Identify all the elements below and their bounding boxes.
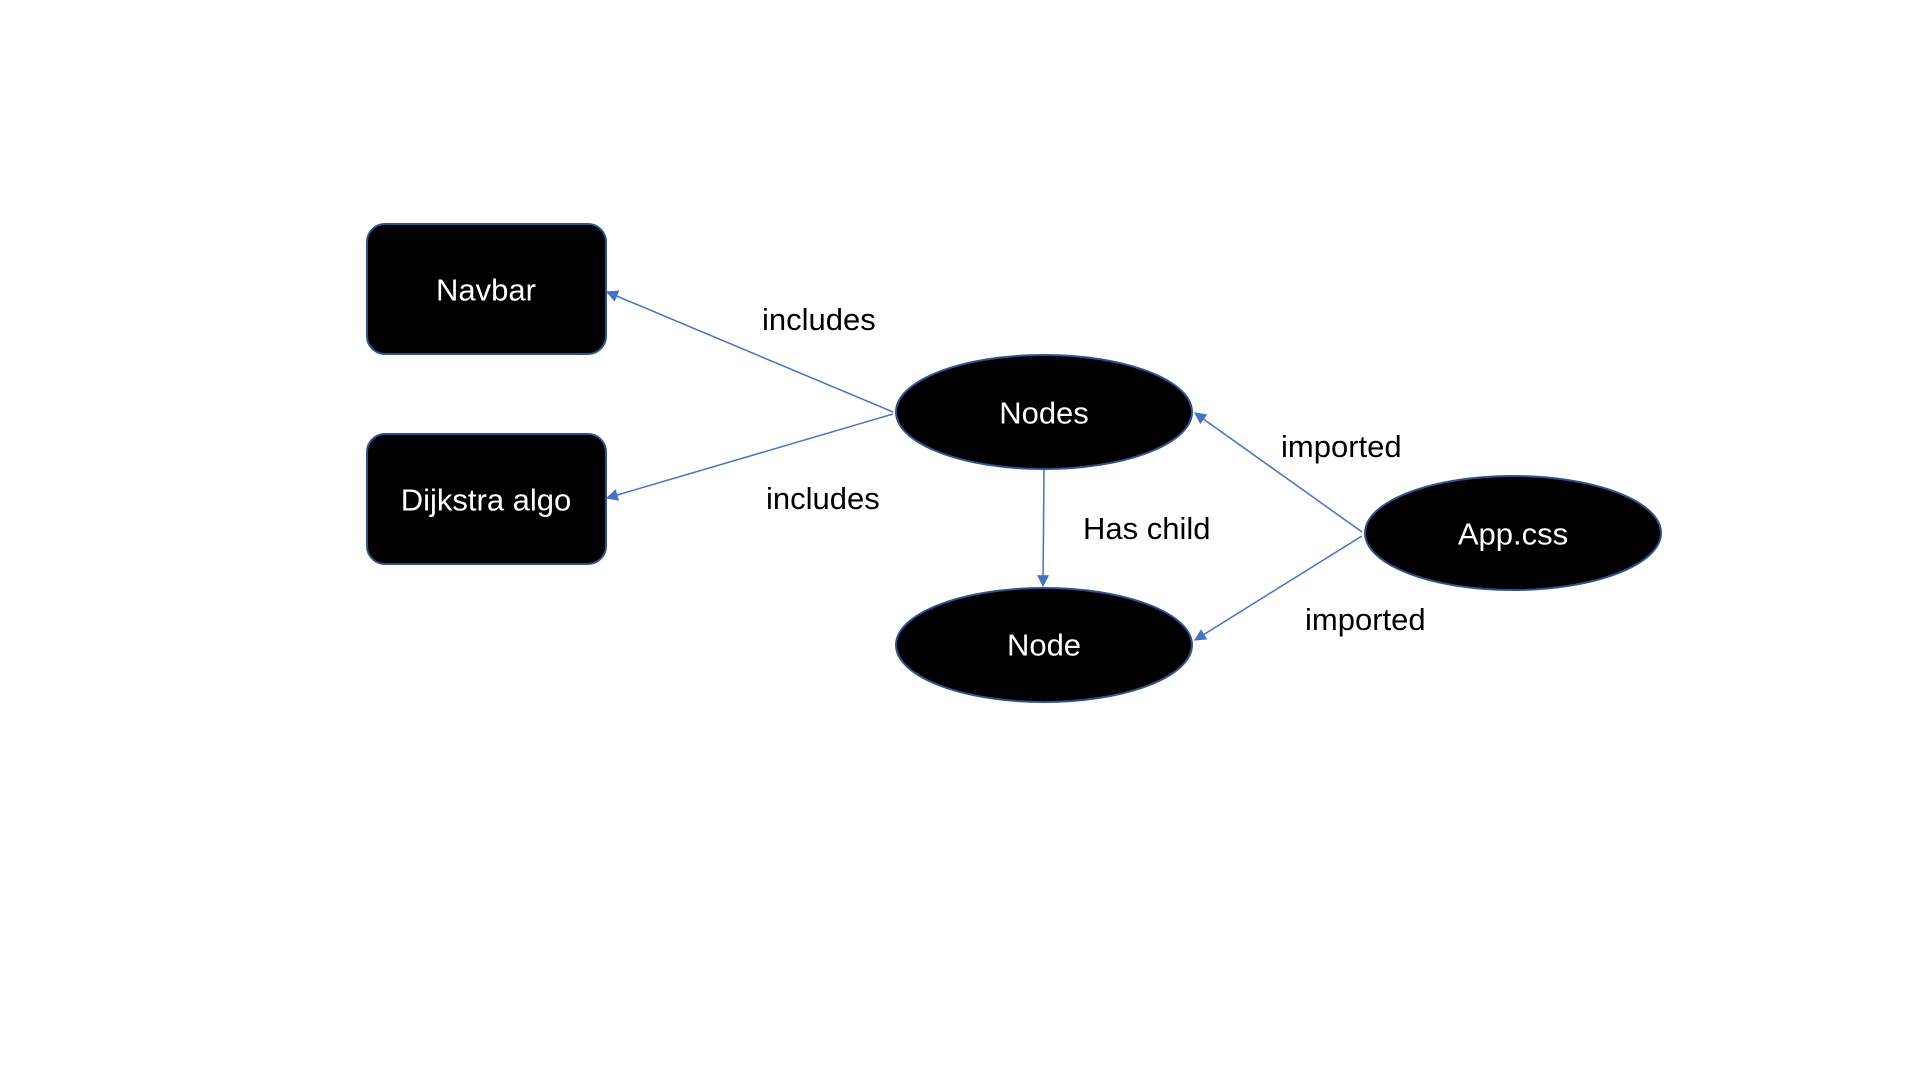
edge-nodes-to-dijkstra: [605, 413, 894, 501]
node-node-label: Node: [1007, 628, 1081, 663]
node-nodes[interactable]: Nodes: [895, 354, 1193, 470]
edge-nodes-to-navbar: [605, 290, 894, 413]
node-app-css-label: App.css: [1458, 517, 1568, 552]
node-dijkstra-algo[interactable]: Dijkstra algo: [366, 433, 607, 565]
edge-appcss-to-nodes: [1194, 412, 1363, 533]
edge-label-nodes-dijkstra: includes: [766, 481, 880, 516]
node-node[interactable]: Node: [895, 587, 1193, 703]
node-navbar-label: Navbar: [436, 273, 536, 308]
edge-label-nodes-node: Has child: [1083, 511, 1211, 546]
edge-appcss-to-node: [1193, 535, 1363, 641]
edge-label-appcss-nodes: imported: [1281, 429, 1402, 464]
edge-label-appcss-node: imported: [1305, 602, 1426, 637]
edge-nodes-to-node: [1037, 468, 1050, 588]
node-navbar[interactable]: Navbar: [366, 223, 607, 355]
node-dijkstra-algo-label: Dijkstra algo: [401, 483, 572, 518]
edge-label-nodes-navbar: includes: [762, 302, 876, 337]
node-nodes-label: Nodes: [999, 396, 1089, 431]
node-app-css[interactable]: App.css: [1364, 475, 1662, 591]
